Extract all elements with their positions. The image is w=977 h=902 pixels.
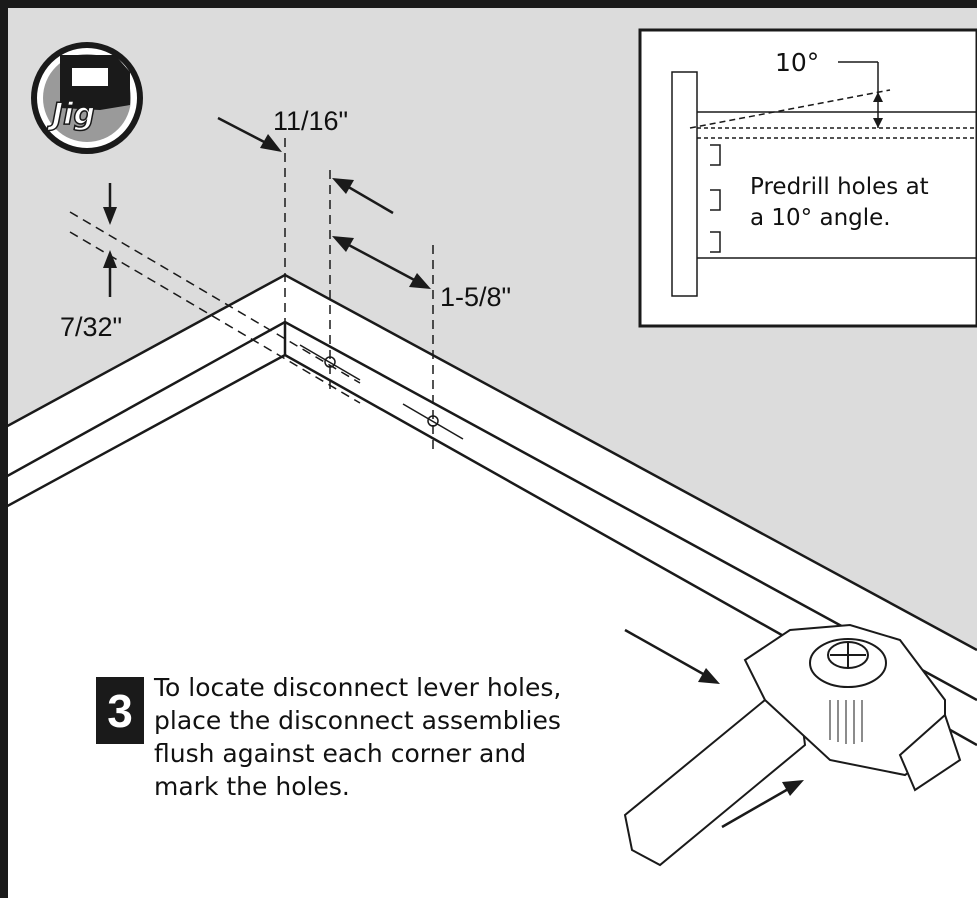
dimension-7-32: 7/32" [60, 312, 123, 342]
inset-angle-label: 10° [775, 48, 820, 77]
dimension-1-5-8: 1-5/8" [440, 282, 512, 312]
step-number: 3 [96, 677, 144, 744]
dimension-11-16: 11/16" [273, 106, 349, 136]
jig-badge-icon [31, 42, 143, 154]
inset-note-line-1: Predrill holes at [750, 174, 929, 200]
step-line-4: mark the holes. [154, 772, 350, 801]
placement-arrows [624, 628, 804, 829]
hole-marks [299, 344, 464, 440]
step-line-2: place the disconnect assemblies [154, 706, 561, 735]
step-instructions: To locate disconnect lever holes, place … [154, 671, 562, 803]
disconnect-assembly-icon [623, 623, 962, 867]
step-line-3: flush against each corner and [154, 739, 527, 768]
jig-badge-text: Jig [51, 96, 95, 133]
inset-note-line-2: a 10° angle. [750, 205, 891, 231]
inset-panel [638, 28, 977, 328]
dimension-arrows [103, 116, 431, 297]
step-line-1: To locate disconnect lever holes, [154, 673, 562, 702]
